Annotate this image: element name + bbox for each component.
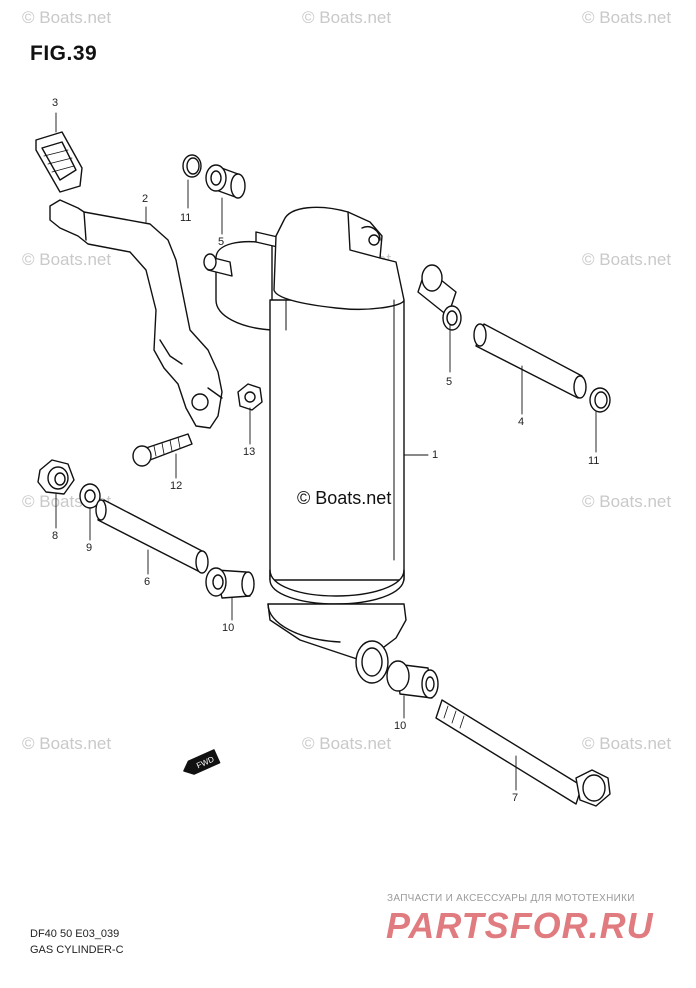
part-callout[interactable]: 5 <box>446 376 453 388</box>
watermark: © Boats.net <box>582 8 672 27</box>
part-5-bushing <box>205 164 246 199</box>
part-callout[interactable]: 1 <box>432 449 439 461</box>
part-callout[interactable]: 3 <box>52 97 59 109</box>
part-callout[interactable]: 7 <box>512 792 519 804</box>
part-callout[interactable]: 4 <box>518 416 525 428</box>
diagram-model-code: DF40 50 E03_039 <box>30 928 120 940</box>
diagram-name: GAS CYLINDER-C <box>30 944 124 956</box>
watermark: © Boats.net <box>302 734 392 753</box>
part-10-bushing <box>205 567 255 599</box>
watermark: © Boats.net <box>582 250 672 269</box>
part-8-flange-nut <box>37 459 75 495</box>
part-11-circlip <box>182 154 202 178</box>
watermark: © Boats.net <box>582 734 672 753</box>
part-callout[interactable]: 9 <box>86 542 93 554</box>
promo-tagline: ЗАПЧАСТИ И АКСЕССУАРЫ ДЛЯ МОТОТЕХНИКИ <box>387 893 635 904</box>
part-10-bushing <box>386 660 439 699</box>
watermark: © Boats.net <box>302 8 392 27</box>
watermark: © Boats.net <box>22 734 112 753</box>
copyright-notice: © Boats.net <box>297 488 392 508</box>
part-callout[interactable]: 6 <box>144 576 151 588</box>
part-callout[interactable]: 12 <box>170 480 183 492</box>
part-5-bushing <box>417 264 462 331</box>
figure-title: FIG.39 <box>30 42 98 65</box>
part-12-bolt <box>132 433 193 467</box>
part-callout[interactable]: 11 <box>588 455 600 467</box>
part-callout[interactable]: 8 <box>52 530 59 542</box>
part-callout[interactable]: 13 <box>243 446 256 458</box>
part-13-nut <box>237 383 263 411</box>
part-callout[interactable]: 5 <box>218 236 225 248</box>
part-2-lever <box>49 199 223 429</box>
part-callout[interactable]: 10 <box>222 622 235 634</box>
promo-logo[interactable]: PARTSFOR.RU <box>386 905 654 946</box>
part-7-bolt <box>435 699 611 807</box>
part-4-shaft <box>473 323 587 399</box>
part-1-cylinder <box>203 206 407 684</box>
leader-lines <box>55 112 597 791</box>
part-callout[interactable]: 10 <box>394 720 407 732</box>
part-callout[interactable]: 11 <box>180 212 192 224</box>
watermark: © Boats.net <box>22 250 112 269</box>
watermark: © Boats.net <box>22 8 112 27</box>
part-11-circlip <box>589 387 611 413</box>
fwd-arrow: FWD <box>183 749 221 775</box>
part-callout[interactable]: 2 <box>142 193 149 205</box>
part-9-washer <box>79 483 101 509</box>
part-3-pad <box>35 131 83 193</box>
watermark: © Boats.net <box>582 492 672 511</box>
part-6-sleeve <box>95 499 209 574</box>
